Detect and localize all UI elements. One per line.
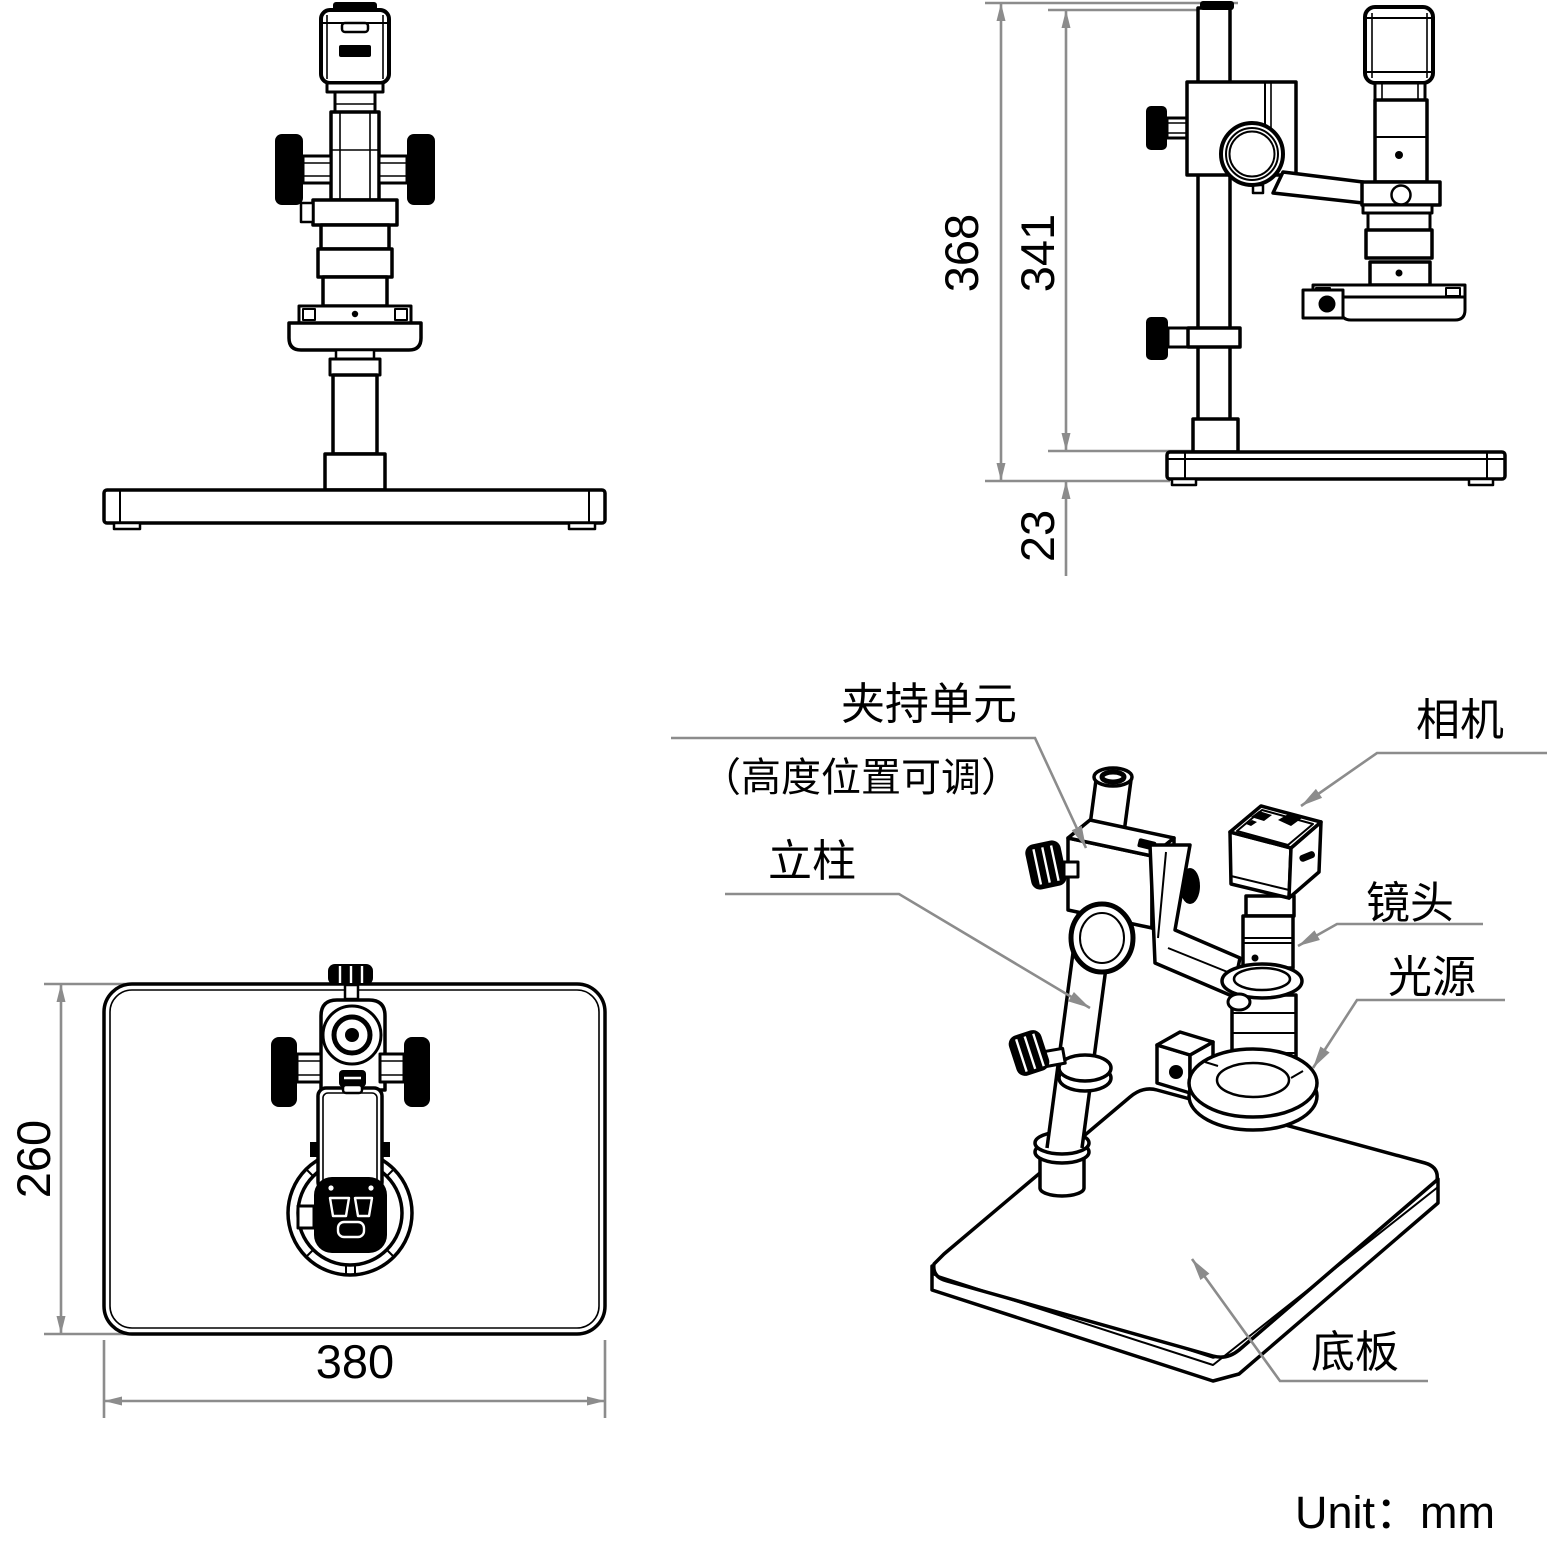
top-right-shaft bbox=[378, 1052, 406, 1084]
top-left-knob bbox=[271, 1037, 297, 1107]
lens-section-1 bbox=[319, 223, 391, 251]
iso-upper-knob bbox=[1025, 840, 1067, 890]
left-focus-knob bbox=[275, 134, 303, 205]
iso-lower-ring bbox=[1057, 1053, 1113, 1083]
iso-ring-light-face bbox=[1189, 1049, 1317, 1117]
isometric-view: 夹持单元 （高度位置可调） 立柱 相机 镜头 光源 底板 bbox=[671, 680, 1547, 1383]
side-column bbox=[1196, 6, 1232, 422]
left-knob-shaft bbox=[301, 154, 333, 185]
right-knob-shaft bbox=[377, 154, 409, 185]
camera-top-notch bbox=[340, 21, 370, 34]
iso-camera-slot bbox=[1299, 851, 1316, 862]
leader-clamp-unit bbox=[671, 736, 1088, 849]
dim-base-width: 380 bbox=[316, 1335, 394, 1388]
side-lower-knob-shaft bbox=[1166, 326, 1190, 349]
top-camera-body bbox=[316, 1086, 384, 1192]
side-lens-lower-2 bbox=[1364, 228, 1434, 260]
lens-section-3 bbox=[321, 275, 389, 308]
lens-section-2 bbox=[316, 247, 394, 279]
side-foot-right bbox=[1467, 477, 1495, 487]
top-connector-tab bbox=[296, 1204, 316, 1230]
label-base-plate: 底板 bbox=[1311, 1328, 1399, 1377]
side-view: 368 341 23 bbox=[935, 1, 1507, 576]
pole-base-block bbox=[323, 452, 387, 492]
side-base-plate bbox=[1165, 450, 1507, 481]
side-light-box bbox=[1301, 288, 1345, 320]
flange-screw-left bbox=[302, 308, 316, 321]
top-connector-block bbox=[314, 1177, 387, 1253]
connector-slot-bottom bbox=[336, 1220, 366, 1239]
label-camera: 相机 bbox=[1416, 696, 1504, 745]
leader-light-source bbox=[1311, 998, 1505, 1069]
side-column-cap bbox=[1200, 1, 1234, 10]
top-left-shaft bbox=[295, 1052, 323, 1084]
iso-light-box-top bbox=[1155, 1030, 1215, 1057]
connector-slot-left bbox=[328, 1196, 351, 1218]
flange-screw-right bbox=[394, 308, 408, 321]
iso-light-box-dot bbox=[1169, 1065, 1183, 1079]
side-light-ring bbox=[1339, 295, 1467, 322]
connector-slot-right bbox=[353, 1196, 374, 1218]
top-view: 260 380 bbox=[7, 964, 607, 1418]
unit-label: Unit：mm bbox=[1295, 1487, 1495, 1538]
iso-arm-bracket bbox=[1148, 843, 1242, 998]
leader-camera bbox=[1300, 751, 1547, 808]
side-lower-knob bbox=[1146, 317, 1168, 360]
top-camera-tab-right bbox=[381, 1142, 390, 1157]
label-light-source: 光源 bbox=[1388, 953, 1476, 1002]
lens-mount-flange bbox=[311, 198, 399, 227]
side-arm bbox=[1271, 170, 1365, 205]
side-lens-lower-1 bbox=[1366, 211, 1432, 232]
base-foot-left bbox=[112, 521, 142, 531]
base-foot-right bbox=[567, 521, 597, 531]
support-pole bbox=[331, 373, 379, 456]
brand-logo-mark bbox=[339, 45, 371, 57]
camera-neck bbox=[333, 90, 377, 114]
side-clamp-knob-shaft bbox=[1165, 116, 1189, 140]
base-plate-front bbox=[102, 488, 607, 525]
right-focus-knob bbox=[407, 134, 435, 205]
label-lens: 镜头 bbox=[1366, 879, 1454, 928]
leader-base-plate bbox=[1190, 1258, 1428, 1383]
side-column-clamp-ring bbox=[1186, 326, 1242, 349]
dim-base-depth: 260 bbox=[7, 1120, 60, 1198]
side-light-box-dot bbox=[1318, 295, 1336, 313]
side-lens-barrel bbox=[1373, 98, 1429, 184]
top-right-knob bbox=[404, 1037, 430, 1107]
iso-base-plate-top bbox=[932, 1087, 1439, 1359]
dim-column-height: 341 bbox=[1011, 214, 1064, 292]
front-view bbox=[102, 2, 607, 531]
side-clamp-knob bbox=[1146, 106, 1167, 150]
iso-holder-pin bbox=[1226, 992, 1252, 1012]
dim-base-thickness: 23 bbox=[1011, 510, 1064, 562]
top-camera-tab-left bbox=[310, 1142, 319, 1157]
iso-lower-knob bbox=[1008, 1030, 1050, 1076]
label-column: 立柱 bbox=[768, 837, 856, 886]
dim-total-height: 368 bbox=[935, 214, 988, 292]
focus-barrel bbox=[329, 110, 381, 202]
flange-tab bbox=[299, 201, 315, 224]
pole-collar bbox=[328, 357, 382, 377]
light-ring-body bbox=[287, 321, 423, 352]
label-clamp-unit: 夹持单元 bbox=[841, 680, 1017, 729]
label-clamp-unit-note: （高度位置可调） bbox=[701, 756, 1021, 800]
side-foot-left bbox=[1170, 477, 1198, 487]
side-base-block bbox=[1191, 417, 1240, 454]
leader-column bbox=[725, 892, 1091, 1010]
